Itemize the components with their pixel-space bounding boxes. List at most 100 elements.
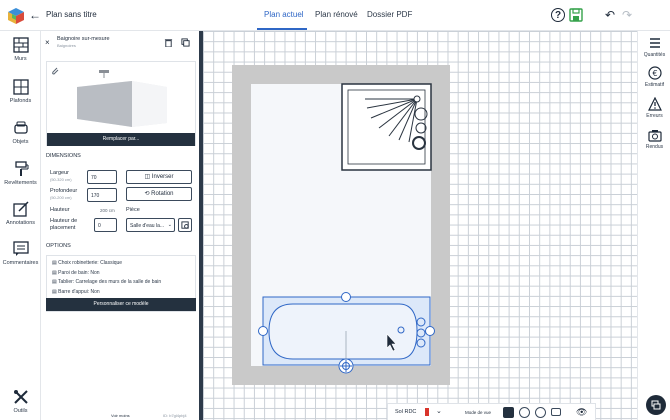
panel-scrollbar[interactable] [199, 31, 203, 420]
largeur-label: Largeur [50, 170, 69, 176]
piece-label: Pièce [126, 207, 140, 213]
rotation-label: Rotation [151, 191, 174, 197]
dimensions-heading: DIMENSIONS [46, 153, 81, 159]
bathtub-faucet [416, 338, 426, 348]
nav-label: Quantités [643, 52, 666, 58]
hauteur-placement-label-line2: placement [50, 225, 76, 231]
profondeur-label: Profondeur [50, 188, 78, 194]
shower-valve[interactable] [414, 107, 428, 121]
view-mode-2d-button[interactable] [503, 407, 514, 418]
project-title[interactable]: Plan sans titre [46, 10, 97, 19]
resize-handle-right[interactable] [425, 326, 435, 336]
back-arrow-icon[interactable]: ← [29, 8, 41, 22]
option-label: Tablier: Carrelage des murs de la salle … [58, 279, 162, 285]
option-item[interactable]: ▤ Barre d'appui: Non [52, 289, 100, 295]
option-label: Barre d'appui: Non [58, 289, 100, 295]
object-preview-card: Remplacer par... [46, 61, 196, 146]
camera-icon [647, 130, 662, 142]
eye-icon[interactable]: 👁 [576, 407, 588, 417]
profondeur-input[interactable]: 170 [87, 188, 117, 202]
chevron-down-icon[interactable]: ⌄ [436, 408, 442, 415]
inverser-label: Inverser [151, 174, 174, 180]
piece-select[interactable]: Salle d'eau la... ⌄ [126, 218, 175, 232]
tab-plan-actuel[interactable]: Plan actuel [264, 10, 304, 19]
rotation-button[interactable]: ⟲ Rotation [126, 187, 192, 201]
view-mode-3d-button[interactable] [535, 407, 546, 418]
view-mode-360-button[interactable] [519, 407, 530, 418]
objects-icon [13, 121, 28, 134]
rotate-icon: ⟲ [144, 191, 152, 197]
resize-handle-left[interactable] [258, 326, 268, 336]
see-less-link[interactable]: Voir moins [111, 413, 130, 418]
bathtub-faucet [416, 328, 426, 338]
inverser-button[interactable]: ◫ Inverser [126, 170, 192, 184]
help-icon[interactable]: ? [551, 8, 565, 22]
attachment-icon[interactable] [50, 66, 60, 76]
room-picker-button[interactable] [178, 218, 192, 232]
replace-button[interactable]: Remplacer par... [47, 133, 195, 146]
nav-label: Plafonds [9, 98, 32, 104]
customize-model-button[interactable]: Personnaliser ce modèle [46, 298, 196, 311]
hauteur-label: Hauteur [50, 207, 70, 213]
hauteur-value: 200 cm [100, 208, 115, 213]
nav-label: Erreurs [646, 113, 663, 119]
chat-support-button[interactable] [646, 395, 666, 415]
bathtub-basin[interactable] [268, 303, 418, 360]
shower-inner [347, 89, 426, 165]
nav-item-erreurs[interactable]: Erreurs [638, 97, 670, 119]
shower-head[interactable] [413, 95, 421, 103]
nav-label: Commentaires [2, 260, 39, 266]
floor-plan-drawing[interactable] [203, 31, 637, 420]
object-id: ID: b7gl4pbj4 [163, 413, 187, 418]
nav-item-rendus[interactable]: Rendus [638, 128, 670, 150]
active-tab-indicator [257, 28, 307, 30]
delete-icon[interactable] [164, 38, 173, 47]
options-list [46, 255, 196, 312]
tab-dossier-pdf[interactable]: Dossier PDF [367, 10, 413, 19]
room-select-icon [181, 221, 189, 229]
nav-label: Murs [14, 56, 27, 62]
nav-item-commentaires[interactable]: Commentaires [0, 241, 41, 266]
nav-item-outils[interactable]: Outils [0, 389, 41, 414]
nav-item-revetements[interactable]: Revêtements [0, 161, 41, 186]
nav-item-murs[interactable]: Murs [0, 37, 41, 62]
ceilings-icon [12, 79, 29, 95]
options-heading: OPTIONS [46, 243, 71, 249]
bathtub-faucet [416, 317, 426, 327]
option-icon: ▤ [52, 279, 59, 285]
nav-item-plafonds[interactable]: Plafonds [0, 79, 41, 104]
resize-handle-top[interactable] [341, 292, 351, 302]
piece-select-value: Salle d'eau la... [130, 223, 165, 229]
option-item[interactable]: ▤ Tablier: Carrelage des murs de la sall… [52, 279, 161, 285]
bottom-toolbar: Sol RDC ⌄ Mode de vue 👁 [387, 403, 596, 420]
undo-icon[interactable]: ↶ [604, 8, 616, 22]
shower-drain[interactable] [412, 136, 426, 150]
tab-plan-renove[interactable]: Plan rénové [315, 10, 358, 19]
nav-label: Rendus [645, 144, 664, 150]
hauteur-placement-input[interactable]: 0 [94, 218, 117, 232]
view-mode-video-button[interactable] [551, 408, 561, 416]
flip-icon: ◫ [144, 174, 152, 180]
svg-text:€: € [652, 69, 657, 78]
floor-plan-canvas[interactable] [203, 31, 637, 420]
level-label[interactable]: Sol RDC [395, 409, 417, 415]
largeur-input[interactable]: 70 [87, 170, 117, 184]
save-icon[interactable] [569, 8, 583, 22]
nav-item-quantites[interactable]: Quantités [638, 36, 670, 58]
duplicate-icon[interactable] [181, 38, 190, 47]
redo-icon[interactable]: ↷ [621, 8, 633, 22]
option-item[interactable]: ▤ Choix robinetterie: Classique [52, 260, 122, 266]
nav-item-annotations[interactable]: Annotations [0, 201, 41, 226]
close-panel-icon[interactable]: × [45, 38, 50, 47]
option-item[interactable]: ▤ Paroi de bain: Non [52, 270, 100, 276]
shower-valve[interactable] [415, 122, 427, 134]
tools-icon [13, 390, 28, 404]
object-category: Baignoires [57, 43, 76, 48]
left-nav: Murs Plafonds Objets Revêtements Annotat… [0, 31, 41, 420]
largeur-range: (50-320 cm) [50, 177, 72, 182]
hauteur-placement-label-line1: Hauteur de [50, 218, 78, 224]
nav-item-objets[interactable]: Objets [0, 120, 41, 145]
option-label: Choix robinetterie: Classique [58, 260, 123, 266]
app-logo-icon[interactable] [8, 8, 24, 24]
nav-item-estimatif[interactable]: € Estimatif [638, 66, 670, 88]
